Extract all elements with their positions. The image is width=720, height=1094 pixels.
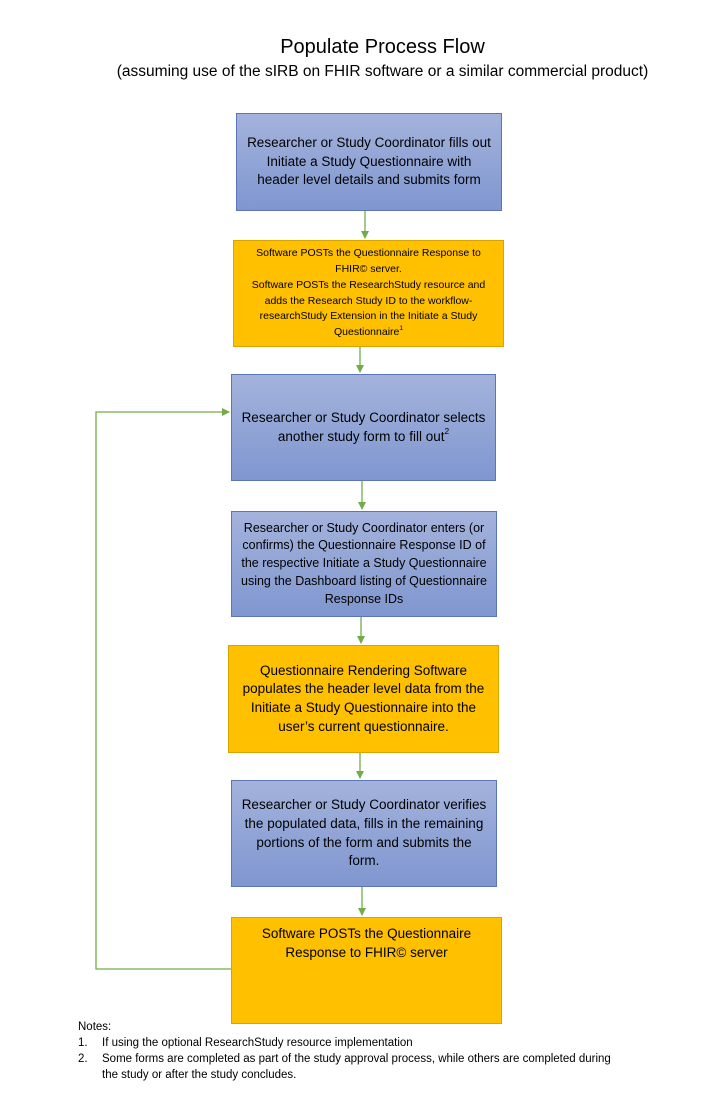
note-text: If using the optional ResearchStudy reso… — [102, 1036, 413, 1049]
step6-box: Researcher or Study Coordinator verifies… — [231, 780, 497, 887]
step3-text: Researcher or Study Coordinator selects … — [241, 409, 486, 444]
notes-heading: Notes: — [78, 1021, 112, 1033]
step4-box: Researcher or Study Coordinator enters (… — [231, 511, 497, 617]
note-item: 2. Some forms are completed as part of t… — [78, 1052, 622, 1084]
step3-box: Researcher or Study Coordinator selects … — [231, 374, 496, 481]
step3-footnote-ref: 2 — [444, 425, 450, 436]
step5-text: Questionnaire Rendering Software populat… — [242, 662, 485, 734]
step7-box: Software POSTs the Questionnaire Respons… — [231, 917, 502, 1024]
note-number: 1. — [78, 1036, 88, 1049]
step2-line1: Software POSTs the Questionnaire Respons… — [256, 247, 481, 275]
step1-box: Researcher or Study Coordinator fills ou… — [236, 113, 502, 211]
note-item: 1. If using the optional ResearchStudy r… — [78, 1036, 622, 1052]
note-text: Some forms are completed as part of the … — [102, 1052, 611, 1081]
step4-text: Researcher or Study Coordinator enters (… — [241, 520, 487, 606]
diagram-title: Populate Process Flow — [280, 36, 485, 58]
step5-box: Questionnaire Rendering Software populat… — [228, 645, 499, 753]
loop-back-connector — [95, 408, 232, 970]
note-number: 2. — [78, 1052, 88, 1065]
step7-text: Software POSTs the Questionnaire Respons… — [261, 926, 472, 960]
step2-footnote-ref: 1 — [399, 324, 403, 332]
step6-text: Researcher or Study Coordinator verifies… — [241, 797, 487, 869]
step1-text: Researcher or Study Coordinator fills ou… — [247, 135, 491, 188]
step2-line2: Software POSTs the ResearchStudy resourc… — [251, 278, 486, 338]
notes-section: Notes: 1. If using the optional Research… — [78, 1020, 622, 1083]
step2-box: Software POSTs the Questionnaire Respons… — [233, 240, 504, 347]
diagram-subtitle: (assuming use of the sIRB on FHIR softwa… — [116, 63, 649, 80]
